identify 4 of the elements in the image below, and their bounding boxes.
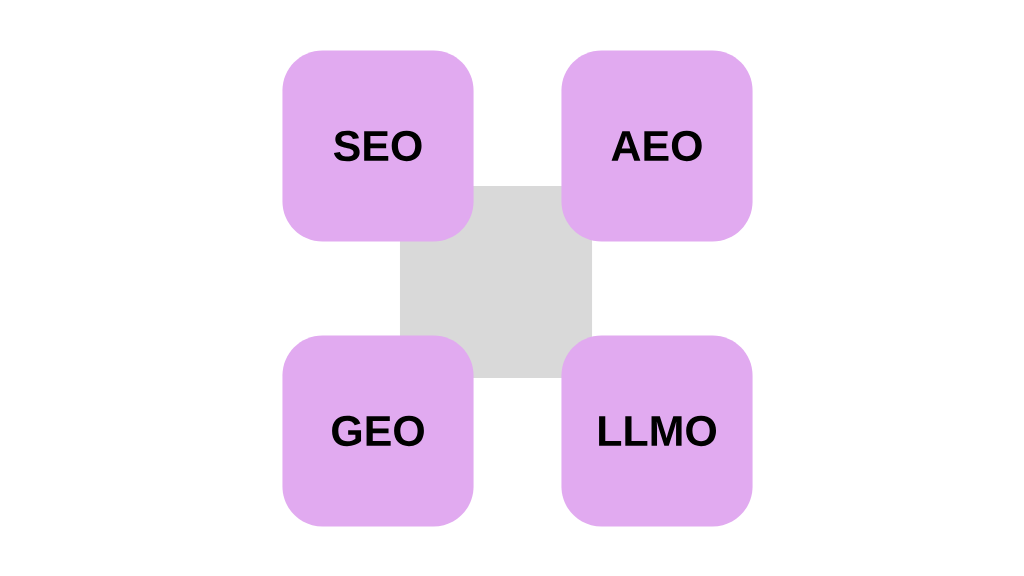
rounded-box: GEO [282,335,474,527]
rounded-box: LLMO [561,335,753,527]
rounded-box: SEO [282,50,474,242]
rounded-box: AEO [561,50,753,242]
